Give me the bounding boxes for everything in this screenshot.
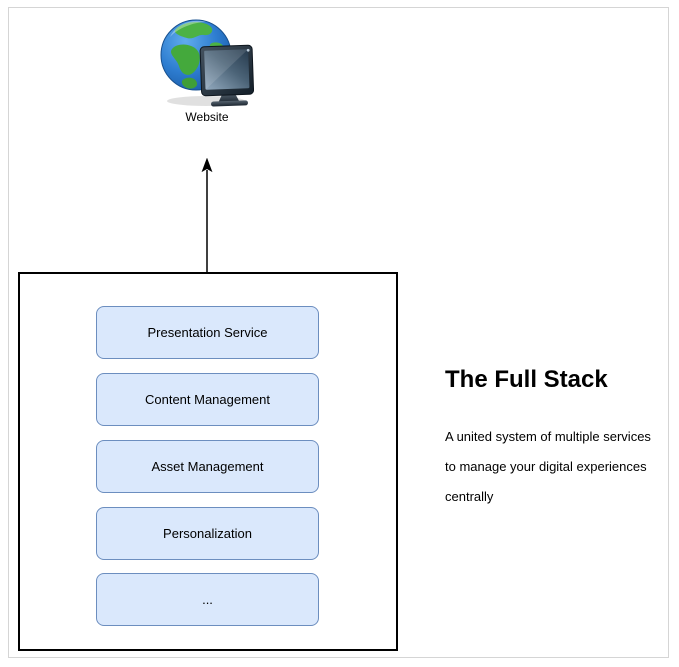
info-description-line: to manage your digital experiences [445, 459, 647, 474]
stack-box-asset-management: Asset Management [96, 440, 319, 493]
info-title: The Full Stack [445, 366, 608, 393]
info-description-line: A united system of multiple services [445, 429, 651, 444]
arrow-connector-icon [201, 158, 213, 272]
stack-box-label: ... [202, 592, 213, 607]
website-node [160, 13, 255, 112]
info-description-line: centrally [445, 489, 494, 504]
website-globe-monitor-icon [160, 19, 255, 107]
stack-box-label: Asset Management [151, 459, 264, 474]
info-description: A united system of multiple services to … [445, 422, 651, 512]
website-label: Website [185, 110, 229, 124]
stack-box-label: Personalization [163, 526, 252, 541]
stack-box-ellipsis: ... [96, 573, 319, 626]
stack-box-content-management: Content Management [96, 373, 319, 426]
stack-box-label: Content Management [144, 392, 271, 407]
stack-box-presentation-service: Presentation Service [96, 306, 319, 359]
stack-box-personalization: Personalization [96, 507, 319, 560]
stack-box-label: Presentation Service [147, 325, 268, 340]
